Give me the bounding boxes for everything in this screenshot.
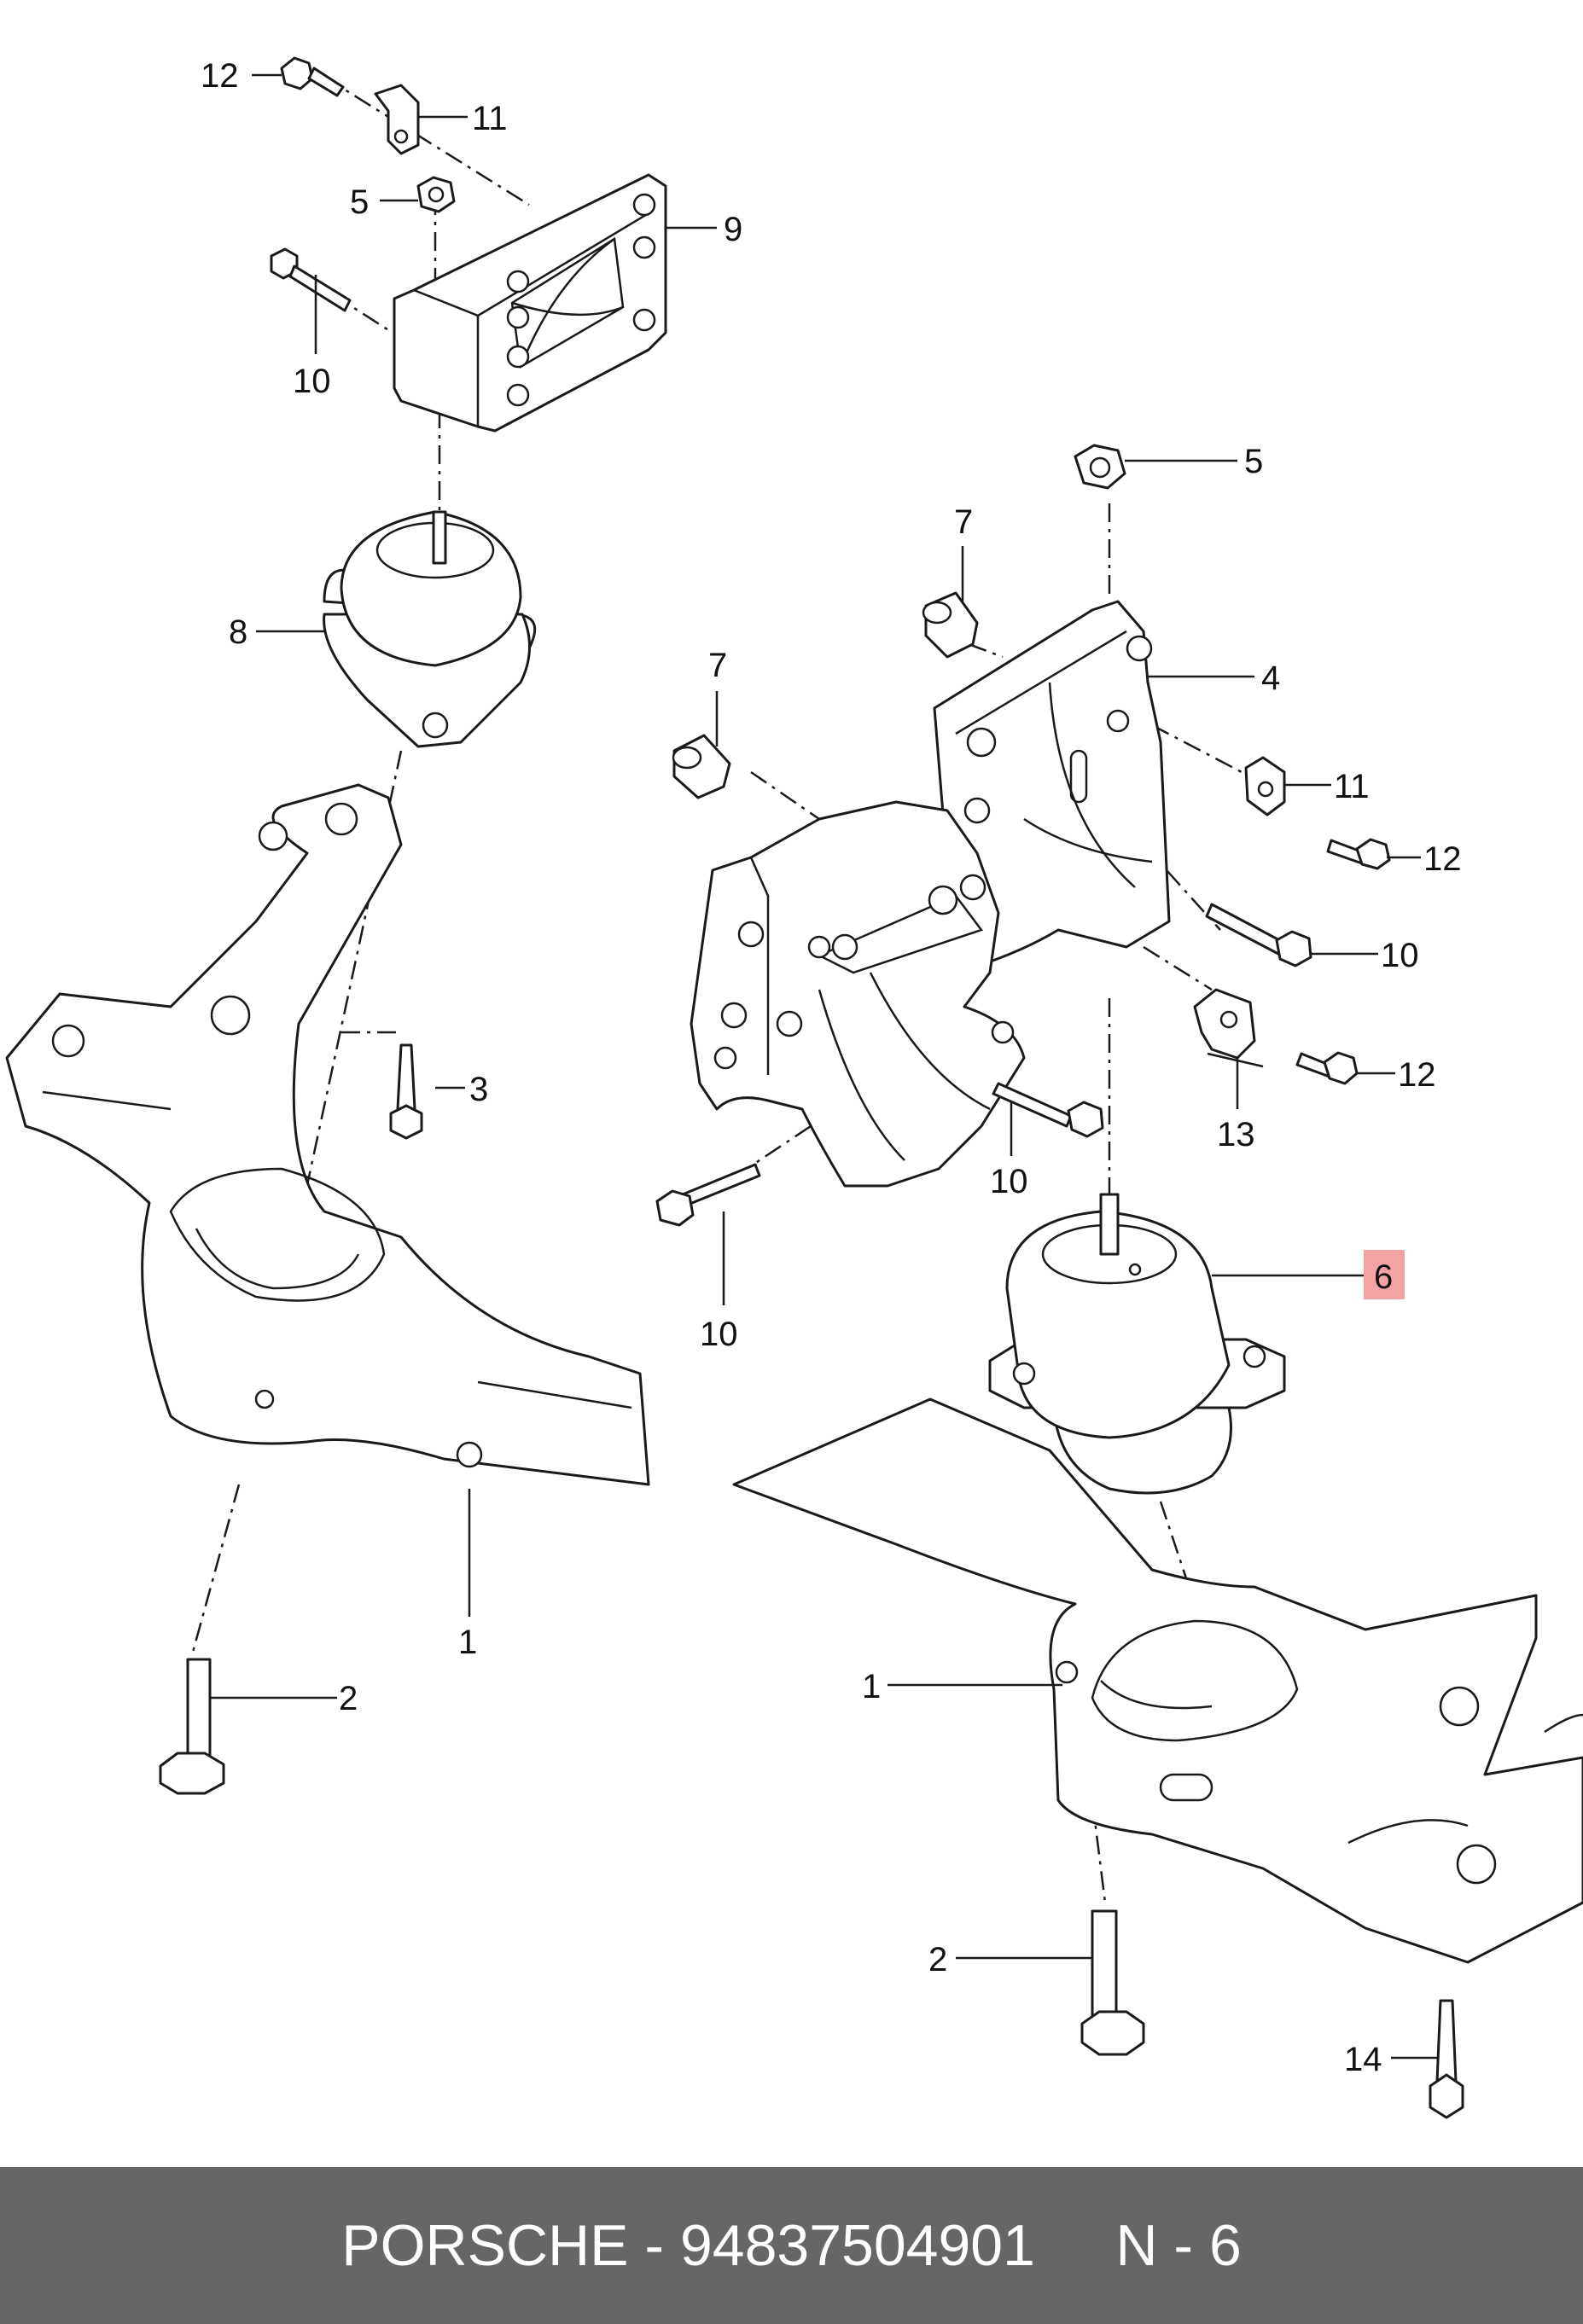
bushing-7-lower [672, 734, 731, 799]
bolt-12-right-lower [1295, 1051, 1359, 1085]
bolt-10-lower [655, 1163, 761, 1227]
callout-10: 10 [700, 1316, 738, 1353]
callout-13: 13 [1217, 1116, 1255, 1153]
engine-mount-8 [323, 510, 537, 748]
screw-14 [1429, 1999, 1464, 2119]
bolt-2-left [159, 1658, 225, 1795]
callout-12: 12 [1398, 1056, 1436, 1094]
bolt-2-right [1080, 1909, 1145, 2056]
callout-10: 10 [1381, 937, 1419, 974]
bolt-10-right-upper [1205, 903, 1312, 967]
callout-12: 12 [1423, 840, 1462, 878]
callout-6: 6 [1374, 1258, 1393, 1296]
callout-labels: 12 11 5 9 10 8 3 1 2 5 7 7 4 11 12 10 12… [201, 57, 1462, 2078]
callout-2: 2 [928, 1941, 947, 1978]
callout-14: 14 [1344, 2041, 1382, 2078]
callout-1: 1 [458, 1624, 477, 1661]
bolt-12-right-upper [1326, 838, 1391, 870]
bolt-10-middle [992, 1082, 1104, 1138]
callout-4: 4 [1261, 659, 1280, 697]
leader-lines [210, 73, 1437, 2060]
bushing-7-upper [922, 591, 979, 659]
callout-11: 11 [472, 100, 508, 137]
callout-10: 10 [990, 1163, 1028, 1200]
engine-mount-6 [988, 1193, 1286, 1495]
footer-bar: PORSCHE - 94837504901 N - 6 [0, 2167, 1583, 2324]
clip-13 [1193, 988, 1264, 1068]
callout-11: 11 [1334, 768, 1370, 805]
mount-bracket-lower [690, 800, 1026, 1188]
callout-3: 3 [469, 1071, 488, 1108]
crossmember-left-1 [5, 783, 650, 1486]
callout-9: 9 [724, 211, 742, 248]
callout-10: 10 [293, 363, 331, 400]
screw-3 [389, 1043, 423, 1140]
crossmember-right-1 [732, 1397, 1583, 1964]
nut-5-right [1074, 444, 1126, 490]
bolt-12-top [280, 56, 345, 97]
callout-8: 8 [229, 613, 247, 651]
clip-11-top [374, 84, 420, 155]
callout-5: 5 [1244, 443, 1263, 480]
mount-bracket-9 [393, 173, 667, 433]
bolt-10-left [270, 247, 352, 312]
clip-11-right [1244, 756, 1286, 816]
callout-2: 2 [339, 1680, 358, 1717]
nut-5-left [416, 176, 456, 213]
callout-7: 7 [954, 503, 973, 541]
part-number-caption: PORSCHE - 94837504901 N - 6 [341, 2213, 1242, 2278]
callout-12: 12 [201, 57, 239, 95]
callout-1: 1 [862, 1668, 881, 1705]
callout-6-highlight [1364, 1250, 1405, 1299]
callout-5: 5 [350, 183, 369, 221]
callout-7: 7 [708, 647, 727, 684]
